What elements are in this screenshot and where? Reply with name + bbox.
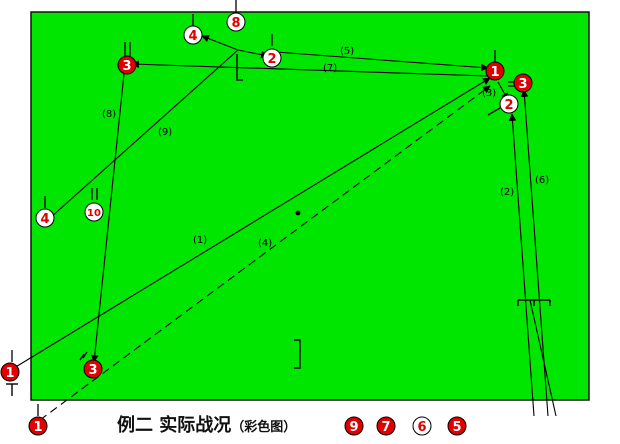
pass-line-5 bbox=[275, 51, 489, 72]
pass-label-8: (8) bbox=[102, 109, 116, 120]
red-player-1-top: 1 bbox=[485, 50, 505, 81]
caption-subtitle: （彩色图） bbox=[231, 420, 297, 435]
pass-label-9: (9) bbox=[158, 127, 172, 138]
ball bbox=[295, 210, 301, 216]
pass-label-2: (2) bbox=[500, 187, 514, 198]
svg-text:3: 3 bbox=[518, 77, 527, 92]
red-player-3-top: 3 bbox=[117, 42, 137, 75]
field-marks bbox=[6, 54, 551, 396]
svg-text:10: 10 bbox=[87, 208, 101, 219]
white-player-8-top: 8 bbox=[226, 0, 246, 32]
pass-label-1: (1) bbox=[193, 235, 207, 246]
goal-mark-right bbox=[517, 299, 551, 306]
white-player-2-top: 2 bbox=[262, 34, 282, 68]
white-player-2-right: 2 bbox=[499, 94, 519, 114]
svg-text:9: 9 bbox=[349, 420, 358, 435]
pass-label-4: (4) bbox=[258, 238, 272, 249]
defender-mark-right bbox=[487, 107, 501, 116]
svg-text:3: 3 bbox=[88, 363, 97, 378]
red-player-1-left: 1 bbox=[0, 350, 20, 382]
svg-text:3: 3 bbox=[122, 59, 131, 74]
svg-text:2: 2 bbox=[267, 52, 276, 67]
pass-line-8 bbox=[90, 73, 125, 363]
pass-label-6: (6) bbox=[535, 175, 549, 186]
legend-player-7: 7 bbox=[376, 416, 396, 436]
legend-player-9: 9 bbox=[344, 416, 364, 436]
pass-line-1 bbox=[13, 77, 491, 369]
pass-label-5: (5) bbox=[340, 46, 354, 57]
white-player-4-left: 4 bbox=[35, 196, 55, 228]
bracket-mark-center bbox=[294, 339, 301, 369]
white-player-4-top: 4 bbox=[183, 14, 203, 45]
svg-text:1: 1 bbox=[33, 420, 42, 435]
svg-text:1: 1 bbox=[490, 65, 499, 80]
svg-text:2: 2 bbox=[504, 98, 513, 113]
white-player-10: 10 bbox=[84, 188, 104, 222]
pass-line-7 bbox=[131, 60, 489, 77]
svg-text:4: 4 bbox=[188, 29, 197, 44]
pass-line-9a bbox=[49, 49, 239, 219]
svg-text:1: 1 bbox=[5, 366, 14, 381]
pass-lines bbox=[13, 34, 557, 421]
pass-line-2 bbox=[508, 113, 535, 417]
red-player-1-corner: 1 bbox=[28, 404, 48, 436]
diagram-caption: 例二 实际战况（彩色图） bbox=[117, 411, 296, 437]
red-player-3-right: 3 bbox=[508, 73, 533, 93]
run-line-right bbox=[529, 299, 557, 417]
svg-text:5: 5 bbox=[452, 420, 461, 435]
legend-player-6: 6 bbox=[412, 416, 432, 436]
pass-line-4 bbox=[39, 85, 491, 421]
pass-line-top bbox=[201, 34, 239, 51]
bracket-mark-top bbox=[236, 54, 243, 81]
pass-label-3: (3) bbox=[482, 88, 496, 99]
svg-text:8: 8 bbox=[231, 16, 240, 31]
legend-player-5: 5 bbox=[447, 416, 467, 436]
svg-text:4: 4 bbox=[40, 212, 49, 227]
pass-label-7: (7) bbox=[323, 63, 337, 74]
caption-title: 例二 实际战况 bbox=[117, 415, 232, 436]
svg-text:7: 7 bbox=[381, 420, 390, 435]
svg-text:6: 6 bbox=[417, 420, 426, 435]
red-player-3-bottom: 3 bbox=[79, 351, 103, 379]
